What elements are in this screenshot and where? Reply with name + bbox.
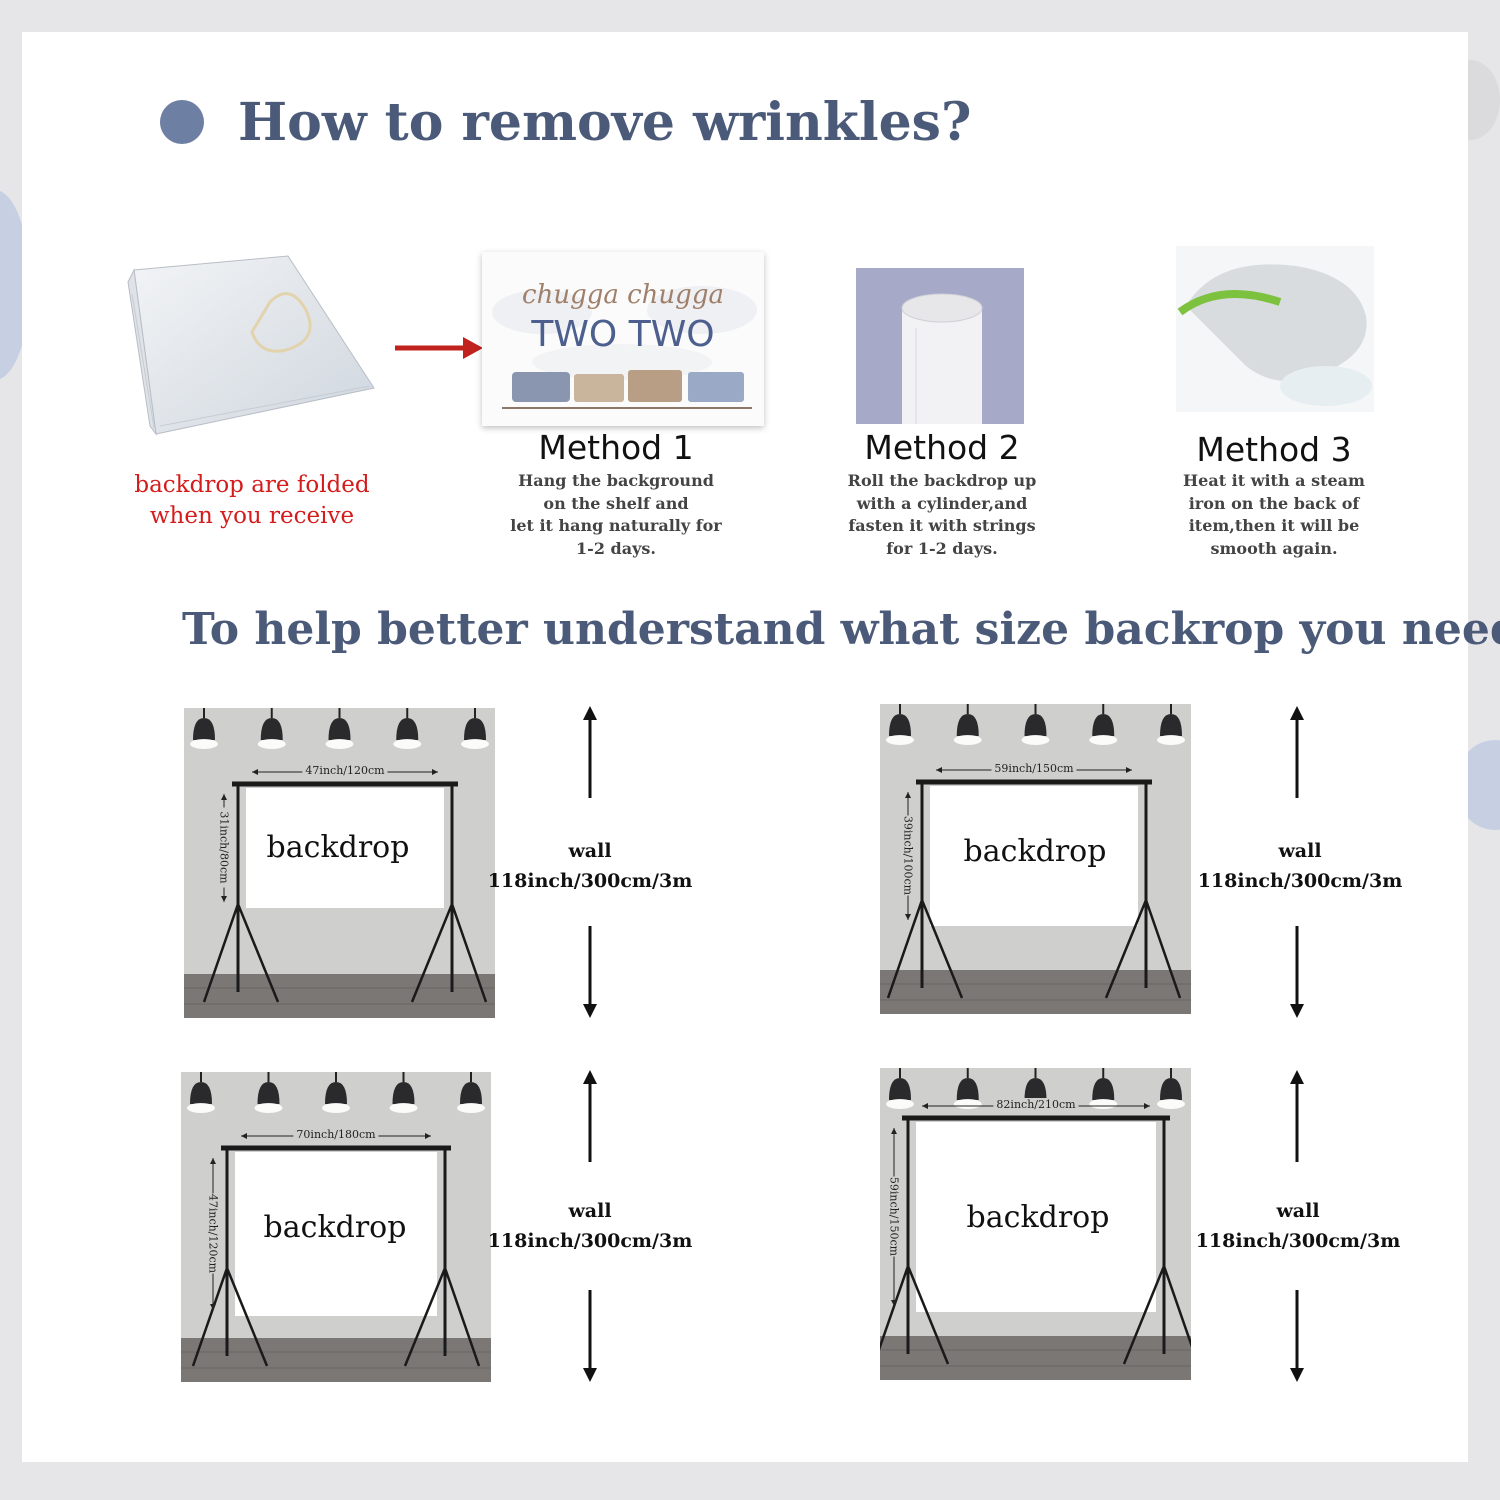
steam-iron-image	[1176, 246, 1374, 412]
lamp-icon	[1157, 1068, 1185, 1109]
page-title: How to remove wrinkles?	[238, 92, 972, 153]
lamp-icon	[1089, 704, 1118, 745]
lamp-icon	[187, 1072, 215, 1113]
backdrop-size-scene: backdrop 70inch/180cm 47inch/120cm	[181, 1072, 491, 1382]
backdrop-panel	[930, 786, 1138, 926]
backdrop-panel	[235, 1152, 437, 1316]
method-3-title: Method 3	[1196, 430, 1352, 469]
lamp-icon	[886, 704, 914, 745]
backdrop-label: backdrop	[263, 1210, 407, 1245]
wall-height-arrow-icon	[1290, 1070, 1304, 1382]
wall-height-label: wall 118inch/300cm/3m	[487, 840, 693, 892]
method-2-description: Roll the backdrop up with a cylinder,and…	[847, 471, 1037, 558]
backdrop-width-label: 70inch/180cm	[293, 1128, 379, 1141]
folded-caption: backdrop are folded when you receive	[134, 472, 370, 529]
backdrop-panel	[246, 788, 444, 908]
backdrop-width-label: 59inch/150cm	[991, 762, 1077, 775]
backdrop-size-scene: backdrop 59inch/150cm 39inch/100cm	[880, 704, 1191, 1014]
lamp-icon	[1157, 704, 1185, 745]
preview-line-2: TWO TWO	[531, 314, 715, 355]
lamp-icon	[457, 1072, 485, 1113]
title-bullet	[160, 100, 204, 144]
wall-height-label: wall 118inch/300cm/3m	[1197, 840, 1403, 892]
lamp-icon	[393, 708, 422, 749]
backdrop-width-label: 82inch/210cm	[993, 1098, 1079, 1111]
lamp-icon	[325, 708, 354, 749]
backdrop-label: backdrop	[966, 1200, 1110, 1235]
method-1-description: Hang the background on the shelf and let…	[510, 471, 722, 558]
backdrop-label: backdrop	[963, 834, 1107, 869]
backdrop-panel	[916, 1122, 1156, 1312]
backdrop-size-scene: backdrop 82inch/210cm 59inch/150cm	[880, 1068, 1191, 1380]
backdrop-label: backdrop	[266, 830, 410, 865]
preview-line-1: chugga chugga	[522, 280, 724, 310]
backdrop-height-label: 31inch/80cm	[217, 807, 231, 888]
lamp-icon	[190, 708, 218, 749]
backdrop-height-label: 47inch/120cm	[206, 1193, 220, 1274]
method-3-description: Heat it with a steam iron on the back of…	[1183, 471, 1365, 558]
lamp-icon	[461, 708, 489, 749]
folded-backdrop-image	[127, 255, 375, 436]
train-illustration	[502, 370, 752, 409]
size-section-title: To help better understand what size back…	[182, 604, 1500, 655]
lamp-icon	[886, 1068, 914, 1109]
wall-height-arrow-icon	[583, 706, 597, 1018]
lamp-icon	[322, 1072, 350, 1113]
lamp-icon	[953, 704, 982, 745]
backdrop-height-label: 59inch/150cm	[887, 1176, 901, 1257]
hanging-backdrop-image: chugga chugga TWO TWO	[482, 252, 764, 426]
rolled-backdrop-image	[856, 268, 1024, 424]
method-2-title: Method 2	[864, 428, 1020, 467]
backdrop-width-label: 47inch/120cm	[302, 764, 388, 777]
arrow-right-icon	[395, 337, 483, 359]
method-1-title: Method 1	[538, 428, 694, 467]
lamp-icon	[1021, 704, 1050, 745]
wall-height-arrow-icon	[1290, 706, 1304, 1018]
wall-height-label: wall 118inch/300cm/3m	[487, 1200, 693, 1252]
wall-height-label: wall 118inch/300cm/3m	[1195, 1200, 1401, 1252]
backdrop-height-label: 39inch/100cm	[901, 815, 915, 896]
backdrop-size-scene: backdrop 47inch/120cm 31inch/80cm	[184, 708, 495, 1018]
lamp-icon	[257, 708, 286, 749]
lamp-icon	[254, 1072, 283, 1113]
lamp-icon	[389, 1072, 418, 1113]
wall-height-arrow-icon	[583, 1070, 597, 1382]
